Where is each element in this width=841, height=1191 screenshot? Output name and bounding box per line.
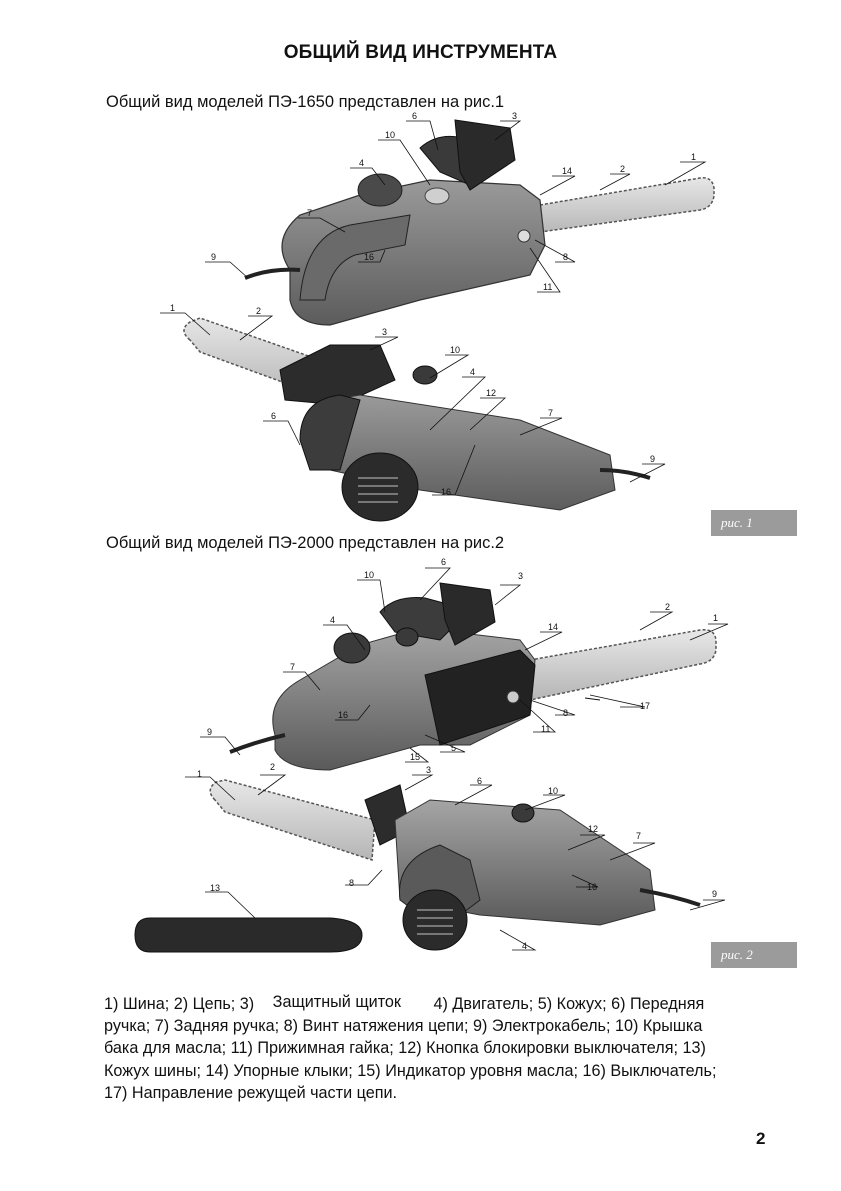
label-8: 8	[349, 878, 355, 888]
figure1-caption: Общий вид моделей ПЭ-1650 представлен на…	[106, 93, 505, 111]
label-6: 6	[271, 411, 277, 421]
oil-cap	[395, 627, 419, 647]
label-16: 16	[338, 710, 349, 720]
saw-2000-side-view	[229, 582, 717, 771]
legend-line-4: Кожух шины; 14) Упорные клыки; 15) Индик…	[104, 1061, 717, 1080]
label-7: 7	[307, 208, 313, 218]
label-10: 10	[548, 786, 559, 796]
power-cable	[244, 267, 301, 280]
bar-cover	[134, 917, 363, 953]
label-5: 5	[451, 743, 457, 753]
power-cable	[599, 468, 651, 480]
chain-guard	[279, 344, 396, 406]
figure2-illustration	[134, 567, 729, 953]
label-1: 1	[170, 303, 176, 313]
saw-1650-side-view	[244, 119, 715, 326]
motor	[357, 173, 403, 207]
power-cable	[639, 888, 701, 907]
label-3: 3	[512, 111, 518, 121]
label-14: 14	[548, 622, 559, 632]
label-13: 13	[210, 883, 221, 893]
label-4: 4	[522, 941, 528, 951]
oil-cap	[424, 187, 450, 205]
motor	[333, 632, 371, 664]
label-6: 6	[441, 557, 447, 567]
label-11: 11	[541, 724, 551, 734]
label-3: 3	[426, 765, 432, 775]
label-2: 2	[620, 164, 626, 174]
label-3: 3	[382, 327, 388, 337]
saw-1650-front-view	[183, 317, 651, 522]
chain-guard	[454, 119, 516, 191]
label-10: 10	[450, 345, 461, 355]
legend-line-1a: 1) Шина; 2) Цепь; 3)	[104, 995, 255, 1013]
label-3: 3	[518, 571, 524, 581]
figure2-tag: рис. 2	[711, 942, 797, 968]
label-2: 2	[256, 306, 262, 316]
label-10: 10	[385, 130, 396, 140]
legend-line-5: 17) Направление режущей части цепи.	[104, 1083, 398, 1102]
label-7: 7	[636, 831, 642, 841]
page-title: ОБЩИЙ ВИД ИНСТРУМЕНТА	[283, 42, 558, 63]
label-2: 2	[270, 762, 276, 772]
figure2-labels: 6 10 3 2 1 4 14 7 17 16 8 11 9 5 15 1 2 …	[197, 557, 719, 951]
figure1-labels: 6 3 10 4 14 2 1 7 16 9 8 11 1 2 3 10 4 1…	[0, 0, 841, 560]
label-10: 10	[364, 570, 375, 580]
label-12: 12	[486, 388, 497, 398]
legend-line-1b: Защитный щиток	[272, 993, 402, 1011]
label-1: 1	[691, 152, 697, 162]
label-17: 17	[640, 701, 651, 711]
label-8: 8	[563, 252, 569, 262]
guide-bar	[529, 629, 717, 701]
label-9: 9	[712, 889, 718, 899]
label-9: 9	[207, 727, 213, 737]
oil-cap	[412, 365, 438, 385]
page-number: 2	[756, 1129, 766, 1148]
label-4: 4	[470, 367, 476, 377]
figure1-tag: рис. 1	[711, 510, 797, 536]
figure2-caption: Общий вид моделей ПЭ-2000 представлен на…	[106, 534, 505, 552]
label-1: 1	[713, 613, 719, 623]
guide-bar	[209, 779, 376, 862]
rear-handle	[299, 214, 411, 301]
legend-line-1c: 4) Двигатель; 5) Кожух; 6) Передняя	[433, 995, 705, 1013]
label-7: 7	[290, 662, 296, 672]
label-16: 16	[364, 252, 375, 262]
label-12: 12	[588, 824, 599, 834]
label-11: 11	[543, 282, 553, 292]
label-16: 16	[587, 882, 598, 892]
legend-line-3: бака для масла; 11) Прижимная гайка; 12)…	[104, 1039, 706, 1058]
power-cable	[229, 733, 286, 754]
label-8: 8	[563, 708, 569, 718]
legend-line-2: ручка; 7) Задняя ручка; 8) Винт натяжени…	[104, 1017, 703, 1036]
label-9: 9	[211, 252, 217, 262]
label-4: 4	[359, 158, 365, 168]
label-9: 9	[650, 454, 656, 464]
label-2: 2	[665, 602, 671, 612]
guide-bar	[539, 176, 715, 233]
label-7: 7	[548, 408, 554, 418]
label-6: 6	[477, 776, 483, 786]
label-16: 16	[441, 487, 452, 497]
cover	[424, 649, 536, 746]
motor-housing	[281, 179, 546, 326]
label-6: 6	[412, 111, 418, 121]
label-4: 4	[330, 615, 336, 625]
saw-2000-front-view	[134, 779, 701, 953]
figure1-illustration	[160, 119, 715, 522]
parts-legend: 1) Шина; 2) Цепь; 3) Защитный щиток 4) Д…	[104, 993, 794, 1104]
label-14: 14	[562, 166, 573, 176]
tension-nut	[517, 229, 531, 243]
label-1: 1	[197, 769, 203, 779]
chain-guard	[439, 582, 496, 646]
front-handle	[299, 394, 361, 471]
tension-nut	[506, 690, 520, 704]
legend-line-1: 1) Шина; 2) Цепь; 3) Защитный щиток 4) Д…	[104, 993, 794, 1015]
label-15: 15	[410, 752, 421, 762]
